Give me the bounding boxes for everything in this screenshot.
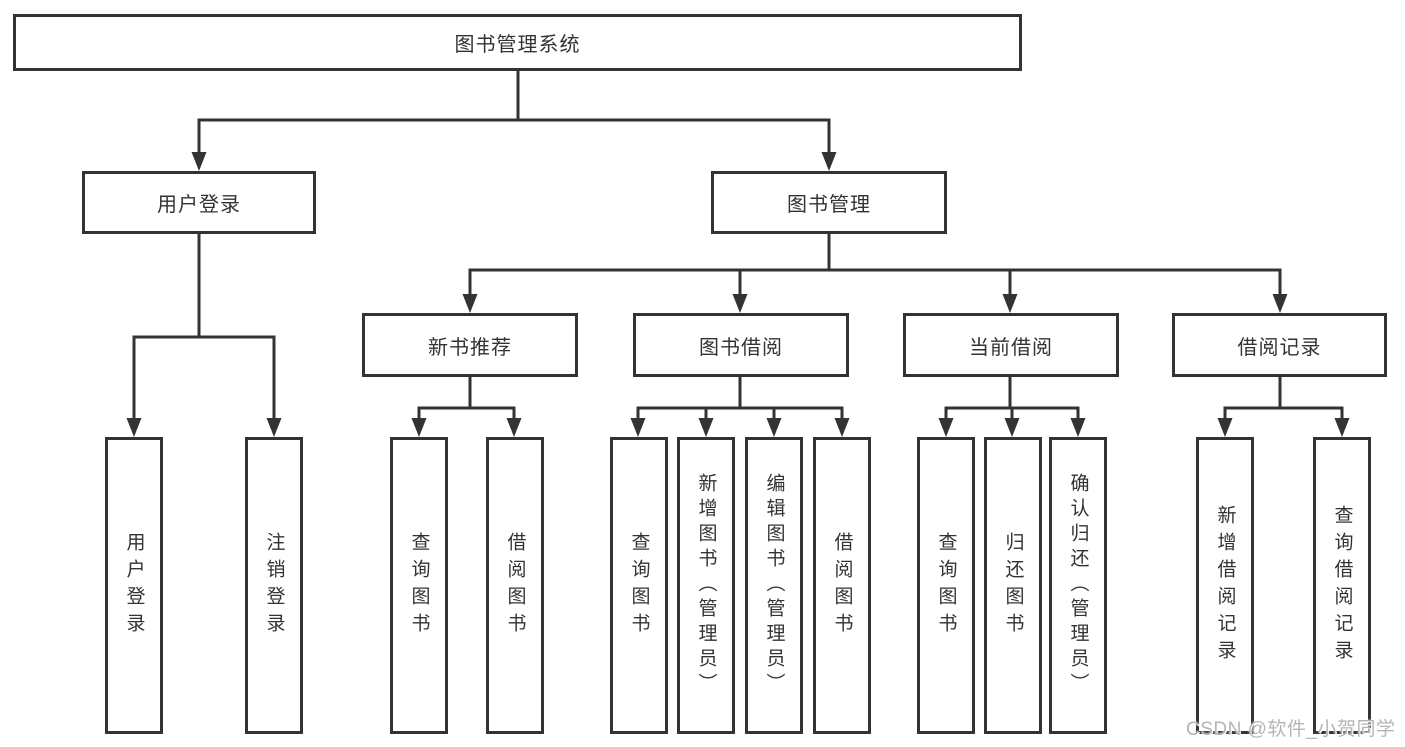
arrowhead-icon [266,418,282,437]
leaf-label: 注销登录 [263,531,285,640]
leaf-label: 借阅图书 [504,531,526,640]
arrowhead-icon [821,152,837,171]
connector-new-book-bracket [417,406,516,422]
node-user-login-label: 用户登录 [157,194,241,216]
node-book-borrow-label: 图书借阅 [699,336,783,359]
node-current-borrow-label: 当前借阅 [969,336,1053,359]
node-book-mgmt-label: 图书管理 [787,194,871,216]
leaf-label: 查询图书 [408,531,430,640]
node-user-login: 用户登录 [82,171,316,234]
arrowhead-icon [732,294,748,313]
leaf-add-book-admin: 新增图书（管理员） [677,437,735,734]
leaf-return-book: 归还图书 [984,437,1042,734]
arrowhead-icon [462,294,478,313]
arrowhead-icon [1334,418,1350,437]
leaf-label: 编辑图书（管理员） [763,473,785,698]
connector-book-borrow-bracket [636,406,844,422]
leaf-query-book-1: 查询图书 [390,437,448,734]
leaf-add-borrow-record: 新增借阅记录 [1196,437,1254,734]
node-new-book-label: 新书推荐 [428,336,512,359]
node-new-book: 新书推荐 [362,313,578,377]
connector-borrow-record-bracket [1223,406,1344,422]
arrowhead-icon [1002,294,1018,313]
leaf-label: 借阅图书 [831,531,853,640]
leaf-borrow-book-2: 借阅图书 [813,437,871,734]
leaf-borrow-book-1: 借阅图书 [486,437,544,734]
leaf-query-borrow-record: 查询借阅记录 [1313,437,1371,734]
leaf-label: 查询图书 [628,531,650,640]
csdn-watermark: CSDN @软件_小贺同学 [1186,719,1396,740]
arrowhead-icon [411,418,427,437]
arrowhead-icon [1070,418,1086,437]
node-borrow-record: 借阅记录 [1172,313,1387,377]
connector-level3-bracket [468,268,1282,298]
node-book-borrow: 图书借阅 [633,313,849,377]
leaf-label: 新增图书（管理员） [695,473,717,698]
node-book-mgmt: 图书管理 [711,171,947,234]
leaf-label: 确认归还（管理员） [1067,473,1089,698]
leaf-label: 查询图书 [935,531,957,640]
arrowhead-icon [938,418,954,437]
connector-user-login-bracket [132,335,276,422]
arrowhead-icon [698,418,714,437]
node-current-borrow: 当前借阅 [903,313,1119,377]
arrowhead-icon [1004,418,1020,437]
leaf-logout: 注销登录 [245,437,303,734]
leaf-label: 新增借阅记录 [1214,504,1236,667]
arrowhead-icon [506,418,522,437]
leaf-user-login: 用户登录 [105,437,163,734]
arrowhead-icon [766,418,782,437]
arrowhead-icon [630,418,646,437]
arrowhead-icon [834,418,850,437]
leaf-query-book-3: 查询图书 [917,437,975,734]
connector-level2-bracket [197,118,831,156]
leaf-query-book-2: 查询图书 [610,437,668,734]
arrowhead-icon [126,418,142,437]
leaf-confirm-return-admin: 确认归还（管理员） [1049,437,1107,734]
node-root: 图书管理系统 [13,14,1022,71]
leaf-label: 用户登录 [123,531,145,640]
arrowhead-icon [1217,418,1233,437]
leaf-label: 归还图书 [1002,531,1024,640]
arrowhead-icon [191,152,207,171]
node-root-label: 图书管理系统 [454,34,581,56]
arrowhead-icon [1272,294,1288,313]
leaf-edit-book-admin: 编辑图书（管理员） [745,437,803,734]
leaf-label: 查询借阅记录 [1331,504,1353,667]
node-borrow-record-label: 借阅记录 [1237,336,1322,359]
